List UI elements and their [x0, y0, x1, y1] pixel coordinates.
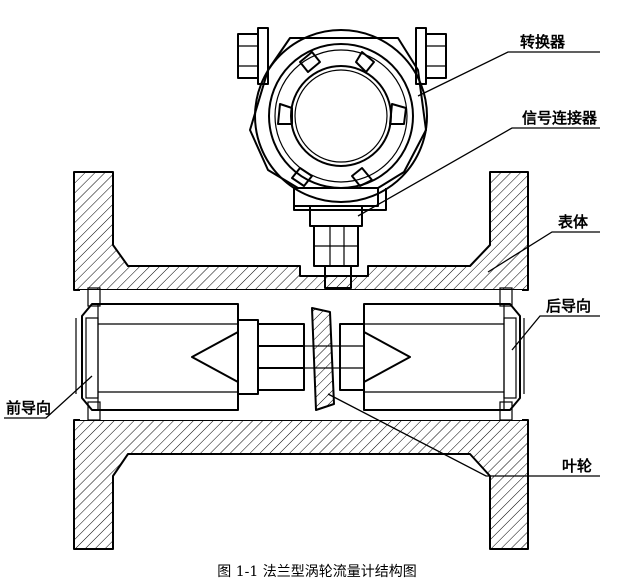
figure-caption: 图 1-1 法兰型涡轮流量计结构图 [217, 564, 416, 580]
converter-left-boss [237, 33, 259, 79]
leader-impeller [327, 393, 600, 477]
leader-signal-connector [357, 127, 600, 217]
leader-converter [417, 51, 600, 97]
impeller [303, 307, 341, 411]
meter-body [73, 171, 529, 550]
impeller-blade [311, 307, 335, 411]
meter-body-upper-wall [73, 171, 529, 291]
inner-bore [75, 287, 525, 421]
label-signal-connector: 信号连接器 [522, 109, 598, 127]
label-meter-body: 表体 [558, 213, 589, 231]
meter-body-lower-wall [73, 419, 529, 550]
groove-left-top [87, 287, 101, 307]
leader-rear-guide [511, 315, 600, 351]
rear-guide [339, 303, 521, 411]
groove-right-top [499, 287, 513, 307]
signal-connector [293, 187, 379, 289]
label-rear-guide: 后导向 [546, 297, 591, 315]
leader-lines [4, 51, 600, 477]
leader-meter-body [487, 231, 600, 273]
label-converter: 转换器 [520, 33, 566, 51]
label-front-guide: 前导向 [6, 399, 51, 417]
converter-right-boss [425, 33, 447, 79]
label-impeller: 叶轮 [562, 457, 592, 475]
leader-front-guide [4, 375, 93, 419]
converter [237, 27, 447, 211]
